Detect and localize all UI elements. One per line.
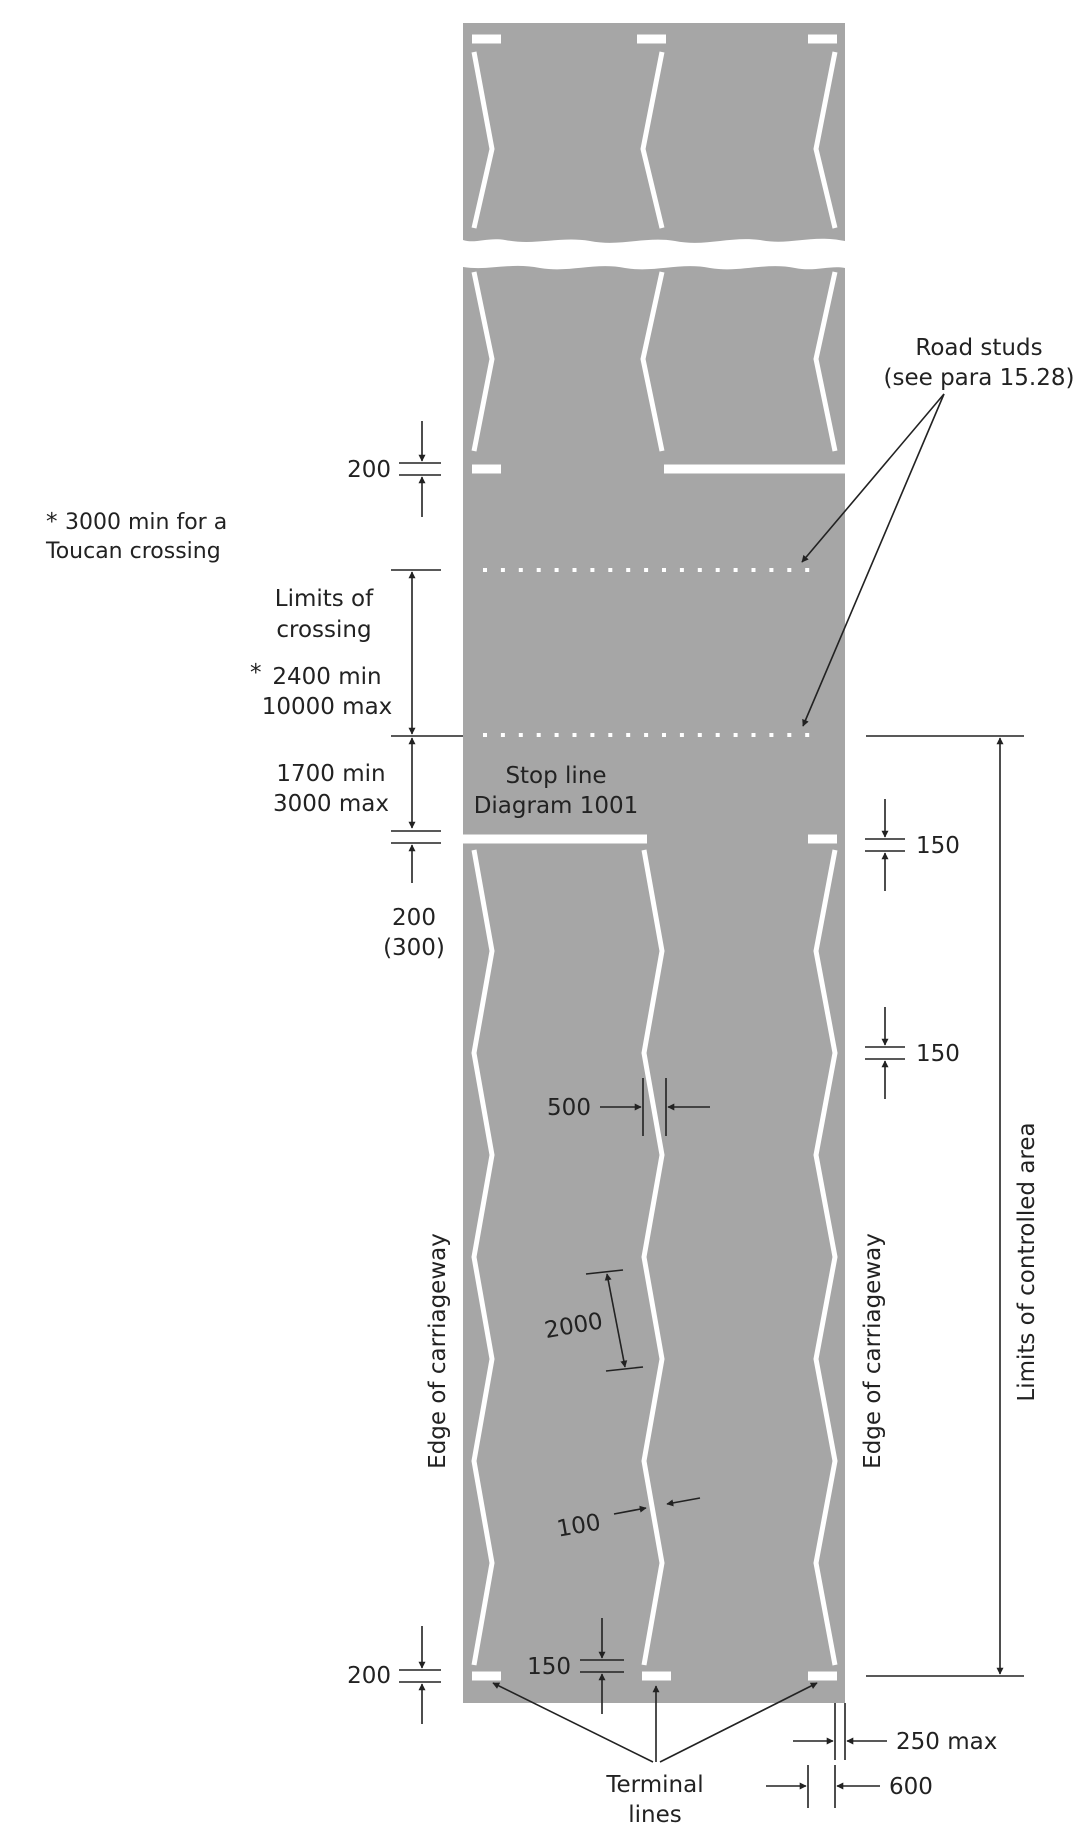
dimension-500: 500 (547, 1078, 710, 1136)
road-stud (715, 568, 720, 572)
limits-of-controlled-area-dimension: Limits of controlled area (866, 735, 1040, 1677)
crossing-star: * (250, 660, 262, 686)
crossing-min: 2400 min (272, 664, 381, 690)
dimension-label: 500 (547, 1095, 591, 1121)
road-stud (715, 733, 720, 737)
road-stud (500, 568, 505, 572)
zigzag-line (813, 51, 838, 229)
stop-line-diagram-ref: Diagram 1001 (474, 793, 639, 819)
zigzag-line (813, 849, 838, 1666)
crossing-max: 10000 max (262, 694, 393, 720)
stop-line-callout: Stop line Diagram 1001 (474, 763, 639, 819)
setback-max: 3000 max (273, 791, 389, 817)
zigzag-line (641, 849, 665, 1666)
road-stud (697, 733, 702, 737)
approach-markings (471, 271, 845, 474)
road-stud (644, 733, 649, 737)
edge-of-carriageway-left: Edge of carriageway (425, 1233, 451, 1469)
upper-markings (471, 34, 838, 229)
zigzag-line (471, 51, 495, 229)
limits-of-controlled-area-label: Limits of controlled area (1014, 1122, 1040, 1401)
dimension-label: 200 (347, 1663, 391, 1689)
dimension-label-alt: (300) (383, 935, 445, 961)
zigzag-line (813, 271, 838, 452)
footnote-line: Toucan crossing (45, 539, 221, 564)
footnote-line: 3000 min for a (65, 510, 227, 535)
dimension-label: 150 (527, 1654, 571, 1680)
zigzag-line (471, 849, 495, 1666)
road-stud (805, 733, 810, 737)
road-stud (787, 733, 792, 737)
zigzag-line (640, 271, 665, 452)
road-stud (805, 568, 810, 572)
stop-line-setback-dimension: 1700 min 3000 max (273, 737, 416, 829)
road-stud (626, 568, 631, 572)
road-stud (697, 568, 702, 572)
road-stud (590, 568, 595, 572)
limits-of-crossing-dimension: Limits of crossing * 2400 min 10000 max (250, 569, 463, 737)
road-stud (536, 568, 541, 572)
road-stud (662, 733, 666, 737)
road-stud (679, 568, 684, 572)
road-studs-callout: Road studs (see para 15.28) (801, 335, 1075, 727)
road-stud (518, 568, 523, 572)
road-stud (572, 733, 577, 737)
zigzag-line (471, 271, 495, 452)
road-stud (679, 733, 684, 737)
edge-of-carriageway-right: Edge of carriageway (860, 1233, 886, 1469)
terminal-lines-label: Terminal (605, 1772, 703, 1798)
dimension-200-upper: 200 (347, 421, 441, 517)
road-stud (787, 568, 792, 572)
dimension-200-lower: 200 (347, 1626, 441, 1724)
road-stud (644, 568, 649, 572)
dimension-label: 200 (392, 905, 436, 931)
dimension-150-mid: 150 (865, 1007, 960, 1099)
road-stud (518, 733, 523, 737)
road-studs (483, 568, 810, 737)
dimension-label: 250 max (896, 1729, 997, 1755)
road-stud (662, 568, 666, 572)
road-upper-fragment (463, 23, 845, 243)
toucan-footnote: * 3000 min for a Toucan crossing (45, 509, 227, 564)
road-stud (733, 733, 738, 737)
footnote-star: * (46, 509, 58, 535)
road-stud (536, 733, 541, 737)
road-stud (554, 568, 559, 572)
dimension-150-bottom: 150 (527, 1618, 624, 1714)
road-stud (626, 733, 631, 737)
dimension-label: 150 (916, 833, 960, 859)
road-studs-label: Road studs (915, 335, 1042, 361)
dimension-label: 200 (347, 457, 391, 483)
road-stud (769, 733, 774, 737)
dimension-150-top: 150 (865, 799, 960, 891)
zigzag-line (640, 51, 665, 229)
road-studs-reference: (see para 15.28) (884, 365, 1075, 391)
dimension-label: 150 (916, 1041, 960, 1067)
setback-min: 1700 min (276, 761, 385, 787)
terminal-lines-callout: Terminal lines (492, 1682, 818, 1828)
road-stud (590, 733, 595, 737)
limits-of-crossing-label: crossing (276, 617, 371, 643)
terminal-lines-label: lines (628, 1802, 682, 1828)
road-stud (733, 568, 738, 572)
controlled-area-markings (463, 834, 838, 1681)
dimension-600: 600 (766, 1765, 933, 1808)
road-stud (608, 568, 613, 572)
road-stud (608, 733, 613, 737)
road-stud (483, 568, 487, 572)
road-stud (554, 733, 559, 737)
dimension-label: 600 (889, 1774, 933, 1800)
road-stud (769, 568, 774, 572)
road-stud (751, 733, 756, 737)
road-stud (500, 733, 505, 737)
road-stud (572, 568, 577, 572)
road-stud (483, 733, 487, 737)
limits-of-crossing-label: Limits of (275, 586, 374, 612)
road-stud (751, 568, 756, 572)
dimension-250-max: 250 max (793, 1703, 997, 1760)
stop-line-label: Stop line (505, 763, 606, 789)
dimension-stop-line-width: 200 (300) (383, 830, 445, 961)
